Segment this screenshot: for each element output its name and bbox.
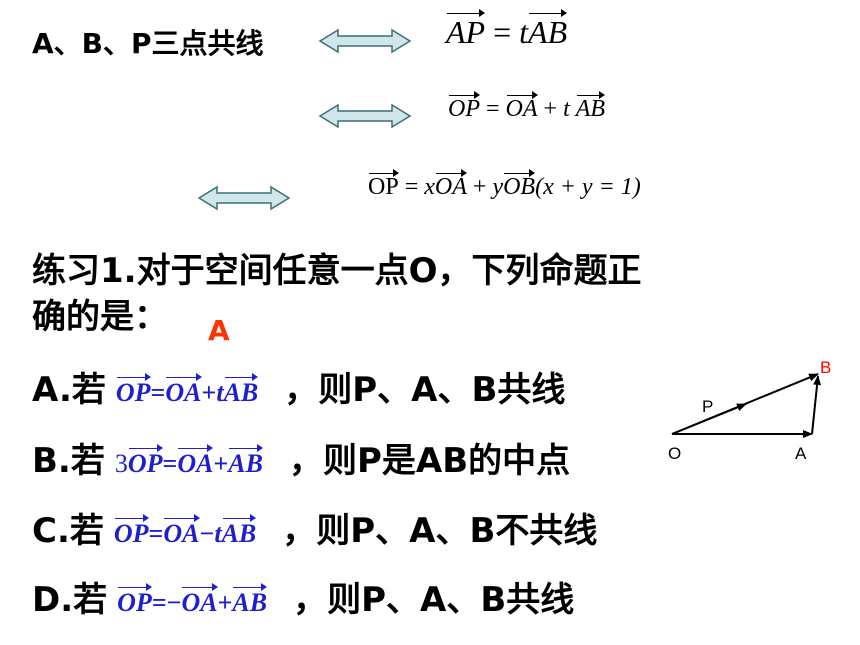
vector-oa: OA (505, 91, 538, 122)
equation-2: OP = OA + t AB (448, 91, 606, 122)
option-c-conclusion: ，则P、A、B不共线 (282, 511, 598, 551)
equation-3: OP = xOA + yOB(x + y = 1) (368, 169, 641, 200)
option-b-formula: 3OP=OA+AB (114, 444, 263, 478)
vector-ob: OB (503, 169, 536, 200)
point-o-label: O (668, 444, 681, 463)
option-a-conclusion: ，则P、A、B共线 (284, 370, 566, 410)
vector-oa: OA (434, 169, 467, 200)
option-c[interactable]: C.若 OP=OA−tAB ，则P、A、B不共线 (32, 503, 597, 552)
collinear-statement: A、B、P三点共线 (32, 27, 264, 60)
double-arrow-icon (318, 28, 412, 54)
option-b[interactable]: B.若 3OP=OA+AB ，则P是AB的中点 (32, 433, 570, 482)
option-d[interactable]: D.若 OP=−OA+AB ，则P、A、B共线 (32, 572, 574, 621)
option-b-label: B.若 (32, 441, 105, 481)
point-b-label: B (820, 358, 831, 377)
option-d-formula: OP=−OA+AB (117, 583, 268, 617)
double-arrow-icon (318, 103, 412, 129)
option-d-conclusion: ，则P、A、B共线 (293, 580, 575, 620)
vector-ab: AB (528, 9, 568, 50)
option-c-formula: OP=OA−tAB (113, 514, 257, 548)
question-line-2: 确的是： (32, 297, 168, 337)
option-a-formula: OP=OA+tAB (115, 373, 259, 407)
point-a-label: A (795, 444, 807, 463)
condition: (x + y = 1) (535, 174, 641, 200)
vector-op: OP (368, 169, 399, 200)
double-arrow-icon (197, 185, 291, 211)
vector-ab-line (811, 375, 822, 435)
option-d-label: D.若 (32, 580, 108, 620)
vector-op: OP (448, 91, 480, 122)
vector-ab: AB (575, 91, 606, 122)
answer-mark: A (208, 314, 230, 347)
equation-1: AP = tAB (446, 9, 568, 50)
option-a-label: A.若 (32, 370, 106, 410)
point-p-label: P (702, 397, 713, 416)
option-a[interactable]: A.若 OP=OA+tAB ，则P、A、B共线 (32, 362, 565, 411)
option-c-label: C.若 (32, 511, 104, 551)
question-line-1: 练习1.对于空间任意一点O，下列命题正 (32, 251, 642, 291)
vector-triangle-figure: O A B P (668, 358, 831, 463)
vector-op-line (671, 403, 747, 435)
vector-ap: AP (446, 9, 486, 50)
option-b-conclusion: ，则P是AB的中点 (288, 441, 571, 481)
